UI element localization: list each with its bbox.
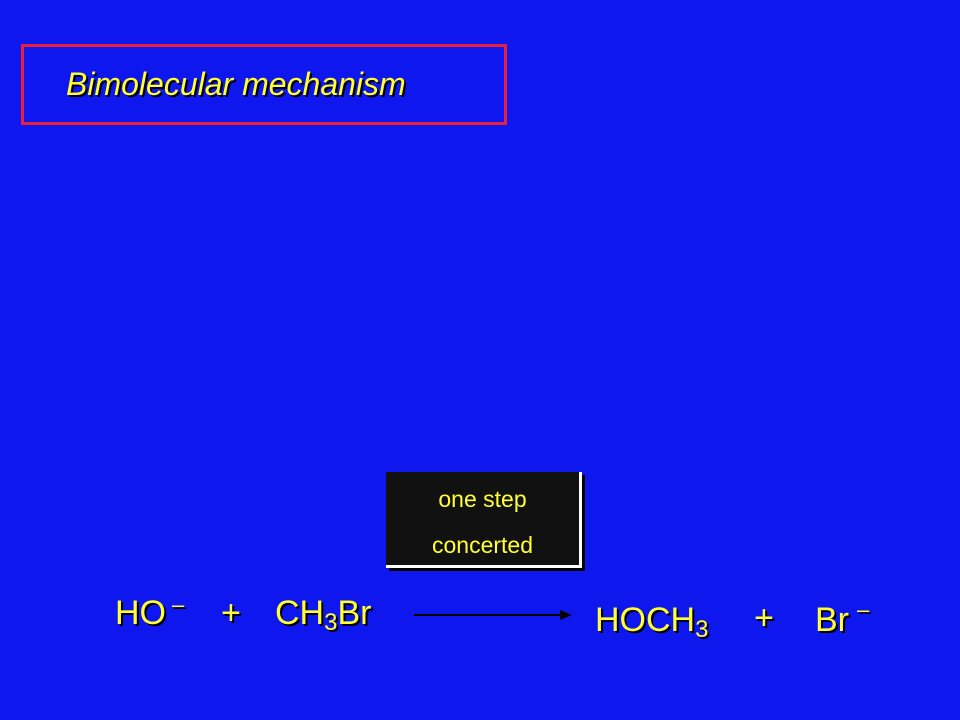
plus-sign-reactants: + bbox=[221, 594, 241, 632]
bromide-charge: – bbox=[857, 597, 870, 622]
plus-sign-products: + bbox=[754, 599, 774, 637]
title-frame bbox=[21, 44, 507, 125]
reactant-hydroxide: HO bbox=[115, 594, 166, 632]
reactant-methyl-bromide: CH3Br bbox=[275, 594, 372, 635]
product-methanol: HOCH3 bbox=[595, 601, 708, 642]
methanol-subscript: 3 bbox=[695, 616, 709, 643]
methyl-bromide-suffix: Br bbox=[337, 594, 372, 632]
reaction-arrow-icon bbox=[414, 610, 572, 620]
methyl-bromide-subscript: 3 bbox=[324, 609, 338, 636]
callout-line-concerted: concerted bbox=[431, 532, 533, 558]
methanol-prefix: HOCH bbox=[595, 601, 696, 639]
callout-line-one-step: one step bbox=[438, 486, 527, 512]
methyl-bromide-prefix: CH bbox=[275, 594, 325, 632]
mechanism-callout-box: one step concerted bbox=[386, 472, 582, 568]
product-bromide: Br bbox=[815, 601, 849, 639]
hydroxide-charge: – bbox=[172, 592, 185, 617]
slide-title: Bimolecular mechanism bbox=[66, 66, 406, 102]
